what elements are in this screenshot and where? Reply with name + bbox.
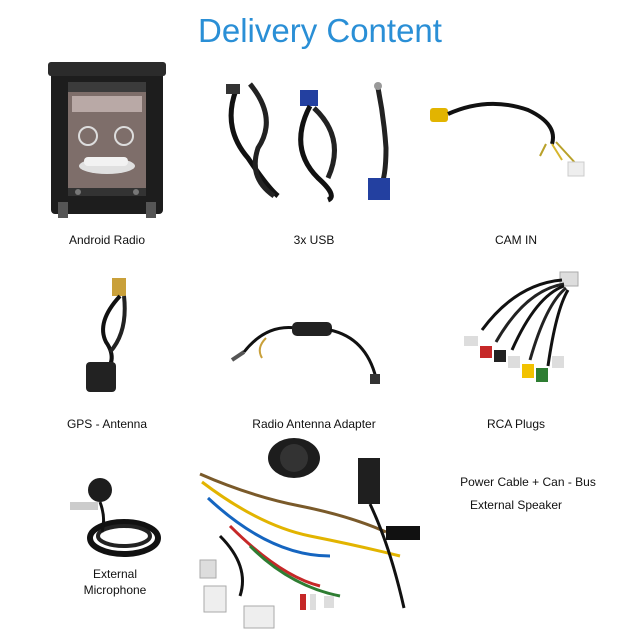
gps-antenna-image — [76, 272, 146, 400]
external-microphone-image — [66, 474, 162, 560]
radio-antenna-adapter-image — [226, 318, 386, 388]
page-title: Delivery Content — [198, 12, 442, 49]
cam-in-cable-image — [428, 96, 588, 186]
caption-radio-antenna-adapter: Radio Antenna Adapter — [252, 417, 376, 431]
caption-rca-plugs: RCA Plugs — [486, 417, 546, 431]
rca-plugs-image — [456, 270, 580, 388]
text-power-cable: Power Cable + Can - Bus — [460, 475, 596, 489]
caption-cam-in: CAM IN — [495, 233, 537, 247]
caption-android-radio: Android Radio — [68, 233, 146, 247]
power-cable-and-speaker-image — [190, 436, 422, 634]
usb-cables-image — [218, 78, 408, 206]
caption-usb: 3x USB — [293, 233, 335, 247]
android-radio-image — [48, 62, 166, 220]
text-external-speaker: External Speaker — [469, 498, 563, 512]
caption-gps-antenna: GPS - Antenna — [66, 417, 148, 431]
caption-external-microphone: External Microphone — [83, 567, 147, 597]
